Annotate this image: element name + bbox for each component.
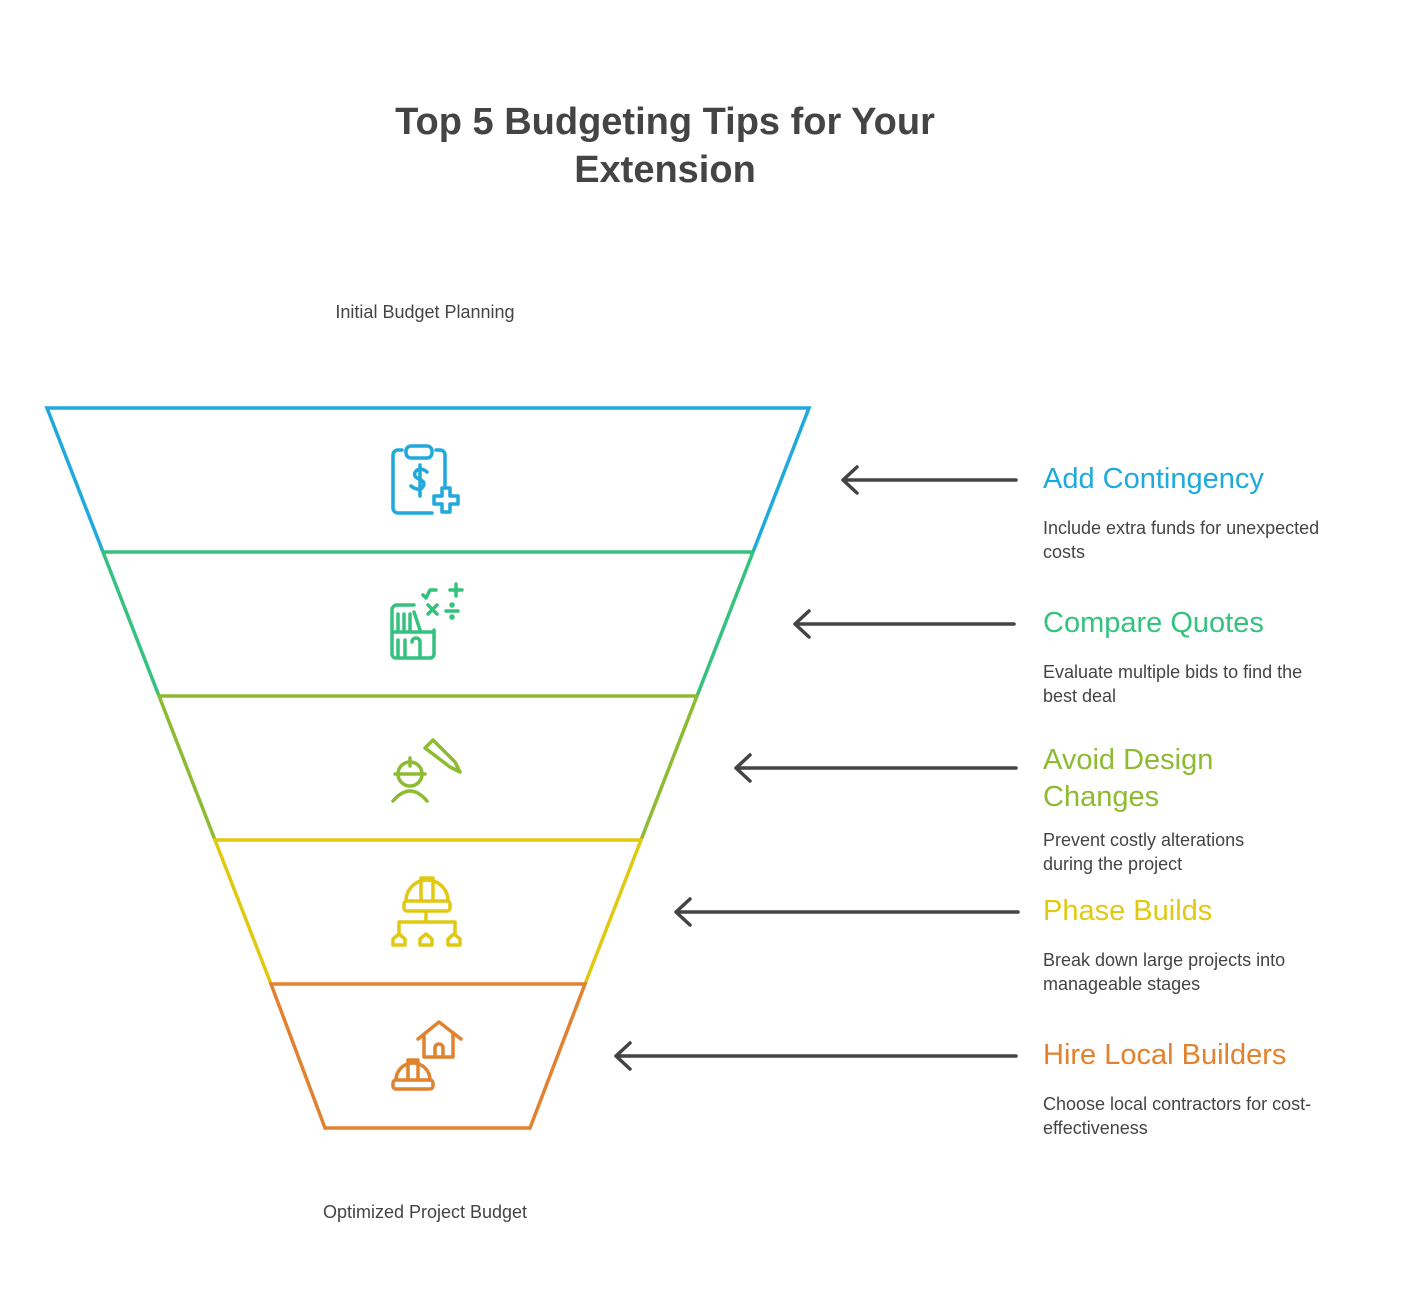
stage-title-5: Hire Local Builders [1043, 1039, 1287, 1071]
stage-title-2: Compare Quotes [1043, 607, 1264, 639]
stage-title-3: Avoid Design Changes [1043, 744, 1214, 813]
hardhat-hierarchy-icon [391, 876, 462, 947]
stage-title-4: Phase Builds [1043, 895, 1213, 927]
stage-desc-5: Choose local contractors for cost-effect… [1043, 1094, 1312, 1138]
top-label: Initial Budget Planning [335, 302, 515, 322]
arrow-icon-1 [841, 465, 1018, 495]
funnel-band-1 [44, 406, 812, 553]
stage-desc-4: Break down large projects into manageabl… [1043, 950, 1286, 994]
stage-desc-3: Prevent costly alterations during the pr… [1043, 830, 1245, 874]
stage-desc-1: Include extra funds for unexpected costs [1043, 518, 1320, 562]
stage-title-1: Add Contingency [1043, 463, 1264, 495]
arrow-icon-4 [674, 897, 1020, 927]
stage-desc-2: Evaluate multiple bids to find the best … [1043, 662, 1303, 706]
arrow-icon-2 [793, 609, 1016, 639]
funnel-band-4 [212, 838, 644, 985]
arrow-icon-3 [734, 753, 1018, 783]
bottom-label: Optimized Project Budget [322, 1202, 528, 1222]
funnel-band-3 [156, 694, 700, 841]
arrow-icon-5 [614, 1041, 1018, 1071]
funnel-band-5 [268, 982, 588, 1130]
clipboard-dollar-plus-icon [391, 444, 460, 515]
hardhat-house-icon [391, 1020, 463, 1091]
funnel-band-2 [100, 550, 756, 697]
page-title: Top 5 Budgeting Tips for Your Extension [395, 101, 935, 191]
worker-pencil-icon [391, 738, 462, 803]
calculator-math-icon [390, 582, 464, 660]
